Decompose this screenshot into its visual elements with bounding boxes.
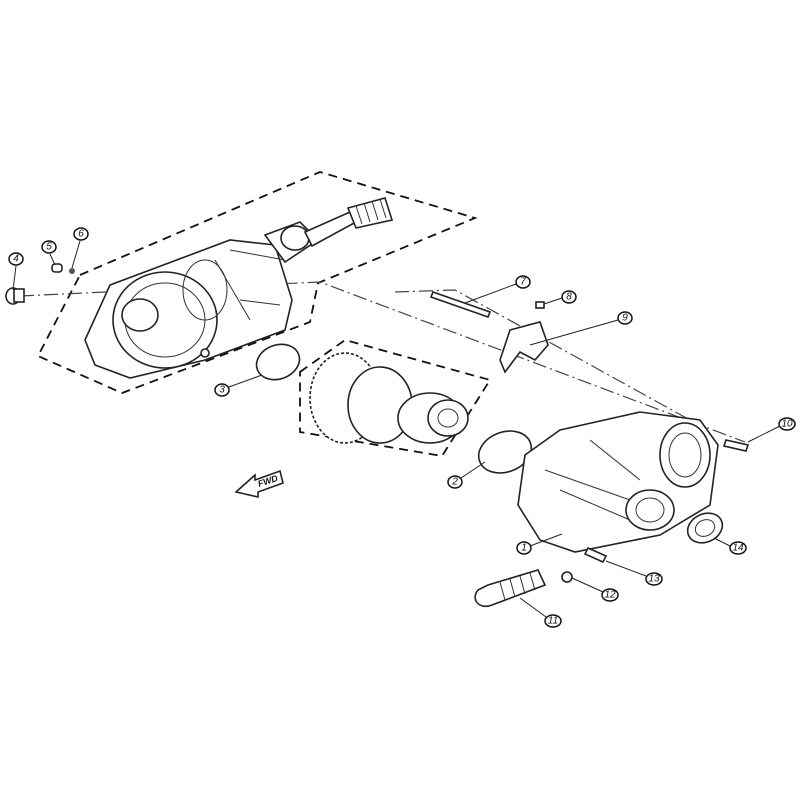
svg-text:13: 13	[648, 574, 660, 585]
svg-text:11: 11	[548, 616, 558, 627]
svg-text:8: 8	[566, 292, 572, 303]
differential-assembly-boundary	[299, 339, 492, 457]
callout-8: 8	[561, 290, 577, 304]
leader-lines	[12, 240, 781, 618]
washer-part-6	[69, 268, 75, 274]
svg-text:7: 7	[520, 277, 526, 288]
bolt-part-10	[722, 439, 750, 452]
callout-13: 13	[645, 572, 663, 586]
callout-11: 11	[544, 614, 562, 628]
shift-rod-part-7	[429, 290, 492, 319]
bolt-part-4	[5, 287, 25, 305]
callout-14: 14	[729, 541, 747, 555]
svg-text:9: 9	[622, 313, 628, 324]
fwd-direction-arrow: FWD	[234, 469, 284, 499]
clip-part-12	[561, 571, 573, 583]
callout-6: 6	[73, 227, 89, 241]
callout-12: 12	[601, 588, 619, 602]
svg-text:4: 4	[13, 254, 19, 265]
svg-text:12: 12	[604, 590, 616, 601]
callout-5: 5	[41, 240, 57, 254]
differential-cover-housing	[517, 411, 719, 553]
callout-3: 3	[214, 383, 230, 397]
callout-9: 9	[617, 311, 633, 325]
svg-text:5: 5	[46, 242, 52, 253]
o-ring-part-3	[255, 343, 301, 381]
o-ring-part-2	[477, 430, 533, 474]
svg-text:10: 10	[781, 419, 793, 430]
plug-part-5	[51, 263, 63, 273]
callout-2: 2	[447, 475, 463, 489]
pin-part-8	[535, 301, 545, 309]
transfer-case-housing	[84, 239, 293, 379]
centerline	[394, 289, 691, 421]
svg-text:6: 6	[78, 229, 84, 240]
propeller-shaft	[263, 197, 394, 264]
svg-text:1: 1	[521, 543, 527, 554]
breather-part-13	[583, 546, 608, 564]
boot-part-11	[474, 569, 547, 608]
callout-7: 7	[515, 275, 531, 289]
callout-1: 1	[516, 541, 532, 555]
shift-fork-part-9	[499, 321, 549, 374]
oil-seal-part-14	[686, 512, 724, 544]
differential-gear	[309, 352, 469, 444]
svg-text:2: 2	[451, 477, 458, 488]
housing-assembly-boundary	[36, 171, 478, 394]
callout-4: 4	[8, 252, 24, 266]
callout-10: 10	[778, 417, 796, 431]
svg-text:3: 3	[219, 385, 225, 396]
svg-text:14: 14	[732, 543, 744, 554]
